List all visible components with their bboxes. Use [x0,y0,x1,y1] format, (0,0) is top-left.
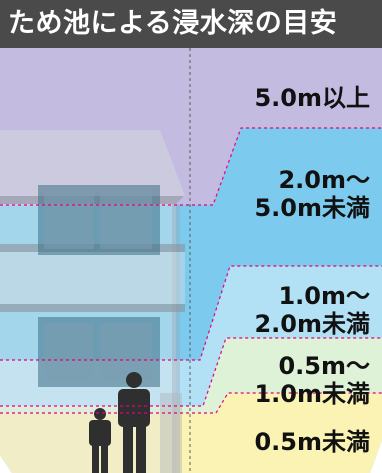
boundary-lines [0,48,382,473]
depth-scene [0,48,382,473]
boundary-5m [0,127,382,206]
label-under-05m: 0.5m未満 [254,428,370,456]
house-icon [0,130,185,473]
label-05m-1m-line1: 0.5m～ [278,352,370,380]
label-05m-1m-line2: 1.0m未満 [254,380,370,408]
label-2m-5m: 2.0m～ 5.0m未満 [254,166,370,222]
label-05m-1m: 0.5m～ 1.0m未満 [254,352,370,408]
label-1m-2m-line1: 1.0m～ [278,282,370,310]
page-title: ため池による浸水深の目安 [8,8,338,39]
label-2m-5m-line2: 5.0m未満 [254,194,370,222]
boundary-05m [0,392,382,414]
adult-person-icon [118,372,150,473]
label-1m-2m: 1.0m～ 2.0m未満 [254,282,370,338]
child-person-icon [89,408,111,473]
label-under-05m-line1: 0.5m未満 [254,428,370,456]
title-bar: ため池による浸水深の目安 [0,0,382,48]
label-5m-plus-line1: 5.0m以上 [254,84,370,112]
label-1m-2m-line2: 2.0m未満 [254,310,370,338]
boundary-2m [0,265,382,361]
label-5m-plus: 5.0m以上 [254,84,370,112]
label-2m-5m-line1: 2.0m～ [278,166,370,194]
